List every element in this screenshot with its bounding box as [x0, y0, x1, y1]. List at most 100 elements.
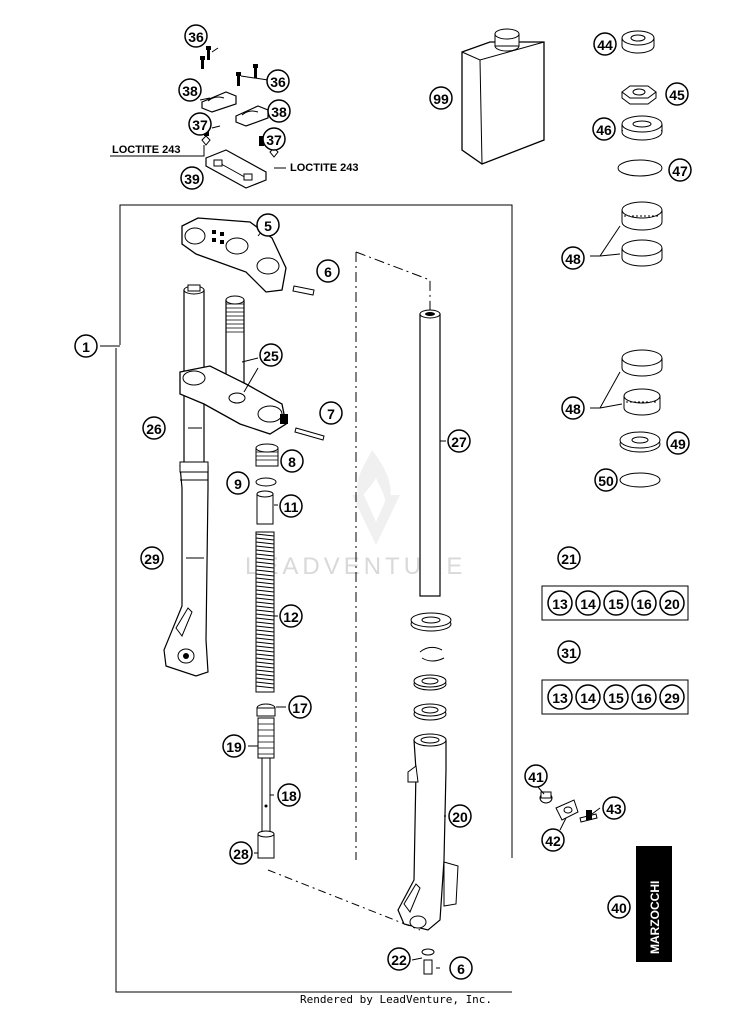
- callout-28: 28: [229, 841, 253, 865]
- callout-1: 1: [74, 334, 98, 358]
- callout-48b: 48: [561, 396, 585, 420]
- callout-40-number: 40: [611, 900, 627, 916]
- callout-99-number: 99: [433, 91, 449, 107]
- callout-37b: 37: [262, 127, 286, 151]
- kit21-item-1: 14: [575, 590, 601, 616]
- callout-37a: 37: [188, 112, 212, 136]
- callout-1-number: 1: [82, 339, 90, 355]
- callout-99: 99: [429, 86, 453, 110]
- callout-36b: 36: [266, 69, 290, 93]
- kit21-item-0-number: 13: [552, 596, 568, 612]
- fork-assembly-frame: [115, 204, 513, 993]
- callout-40: 40: [607, 895, 631, 919]
- callout-25: 25: [259, 343, 283, 367]
- callout-9-ring: [226, 471, 250, 495]
- callout-7: 7: [319, 401, 343, 425]
- callout-36b-number: 36: [270, 74, 286, 90]
- callout-42-ring: [541, 828, 565, 852]
- callout-6a-number: 6: [324, 264, 332, 280]
- callout-9: 9: [226, 471, 250, 495]
- callout-21-ring: [557, 546, 581, 570]
- callout-5-number: 5: [264, 218, 272, 234]
- callout-44: 44: [593, 32, 617, 56]
- kit31-item-0-ring: [547, 684, 573, 710]
- callout-26-ring: [142, 416, 166, 440]
- callout-39-number: 39: [184, 171, 200, 187]
- callout-42-number: 42: [545, 833, 561, 849]
- callout-20: 20: [448, 804, 472, 828]
- callout-11-number: 11: [284, 499, 299, 515]
- kit21-item-2: 15: [603, 590, 629, 616]
- callout-7-number: 7: [327, 406, 335, 422]
- callout-47: 47: [668, 158, 692, 182]
- callout-46-ring: [592, 117, 616, 141]
- kit21-item-3-ring: [631, 590, 657, 616]
- callout-26: 26: [142, 416, 166, 440]
- callout-38b-ring: [267, 99, 291, 123]
- callout-45-number: 45: [669, 87, 685, 103]
- callout-25-ring: [259, 343, 283, 367]
- callout-40-ring: [607, 895, 631, 919]
- callout-49-ring: [666, 431, 690, 455]
- callout-31-ring: [557, 640, 581, 664]
- kit21-item-4-ring: [659, 590, 685, 616]
- watermark-logo: [352, 450, 400, 545]
- kit21-item-3-number: 16: [636, 596, 652, 612]
- callout-50-ring: [594, 468, 618, 492]
- callout-46: 46: [592, 117, 616, 141]
- callout-29-ring: [140, 546, 164, 570]
- callout-17-ring: [288, 695, 312, 719]
- callout-21: 21: [557, 546, 581, 570]
- callout-12-number: 12: [283, 609, 299, 625]
- callout-38a-ring: [178, 78, 202, 102]
- marzocchi-brand-text: MARZOCCHI: [648, 881, 662, 954]
- callout-27: 27: [447, 429, 471, 453]
- callout-21-number: 21: [561, 551, 577, 567]
- kit31-item-1-ring: [575, 684, 601, 710]
- callout-5: 5: [256, 213, 280, 237]
- callout-29: 29: [140, 546, 164, 570]
- kit21-item-4-number: 20: [664, 596, 680, 612]
- callout-5-ring: [256, 213, 280, 237]
- callout-22-number: 22: [391, 952, 407, 968]
- kit21-item-4: 20: [659, 590, 685, 616]
- callout-38a-number: 38: [182, 83, 198, 99]
- callout-49: 49: [666, 431, 690, 455]
- callout-6b-ring: [449, 956, 473, 980]
- callout-44-ring: [593, 32, 617, 56]
- callout-7-ring: [319, 401, 343, 425]
- callout-27-number: 27: [451, 434, 467, 450]
- callout-18-ring: [277, 783, 301, 807]
- marzocchi-decal: [636, 846, 672, 962]
- callout-22-ring: [387, 947, 411, 971]
- kit31-item-3-number: 16: [636, 690, 652, 706]
- callout-1-ring: [74, 334, 98, 358]
- callout-12-ring: [279, 604, 303, 628]
- oil-bottle: [461, 28, 545, 165]
- callout-48a-ring: [561, 246, 585, 270]
- callout-36a-number: 36: [188, 29, 204, 45]
- callout-8: 8: [280, 449, 304, 473]
- callout-6a-ring: [316, 259, 340, 283]
- loctite-label-left: LOCTITE 243: [112, 144, 180, 156]
- callout-38b-number: 38: [271, 104, 287, 120]
- callout-37b-ring: [262, 127, 286, 151]
- callout-18-number: 18: [281, 788, 297, 804]
- callout-22: 22: [387, 947, 411, 971]
- callout-41: 41: [524, 764, 548, 788]
- kit31-item-1: 14: [575, 684, 601, 710]
- callout-38a: 38: [178, 78, 202, 102]
- kit21-item-1-number: 14: [580, 596, 596, 612]
- callout-43-ring: [602, 796, 626, 820]
- callout-48b-ring: [561, 396, 585, 420]
- callout-45-ring: [665, 82, 689, 106]
- callout-29-number: 29: [144, 551, 160, 567]
- callout-36a: 36: [184, 24, 208, 48]
- callout-43: 43: [602, 796, 626, 820]
- callout-17: 17: [288, 695, 312, 719]
- callout-19: 19: [222, 734, 246, 758]
- callout-47-ring: [668, 158, 692, 182]
- kit21-item-1-ring: [575, 590, 601, 616]
- callout-37a-number: 37: [192, 117, 208, 133]
